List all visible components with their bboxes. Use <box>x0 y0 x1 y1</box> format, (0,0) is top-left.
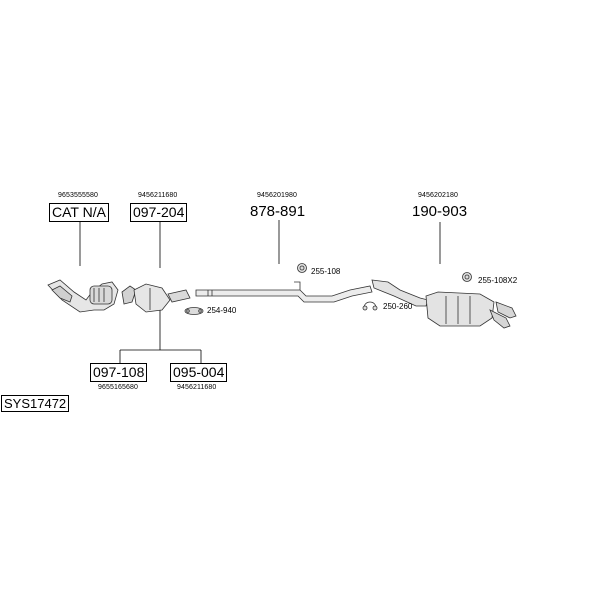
part-ref-097-108: 9655165680 <box>98 384 138 391</box>
catalytic-converter-part[interactable] <box>47 279 119 313</box>
system-id-label: SYS17472 <box>1 395 70 412</box>
part-ref-097-204: 9456211680 <box>138 192 178 199</box>
pipe-bracket <box>294 281 301 290</box>
part-code-097-108[interactable]: 097-108 <box>90 363 148 382</box>
part-code-878-891[interactable]: 878-891 <box>250 203 306 220</box>
part-code-097-204[interactable]: 097-204 <box>130 203 188 222</box>
rear-muffler-190-903-part[interactable] <box>371 279 517 329</box>
accessory-label-255-108[interactable]: 255-108 <box>311 267 341 276</box>
accessory-label-250-260[interactable]: 250-260 <box>383 302 413 311</box>
part-ref-cat: 9653555580 <box>58 192 98 199</box>
part-code-190-903[interactable]: 190-903 <box>412 203 468 220</box>
accessory-label-254-940[interactable]: 254-940 <box>207 306 237 315</box>
middle-pipe-878-891-part[interactable] <box>195 285 373 303</box>
clamp-icon-255-108x2[interactable] <box>462 272 472 282</box>
part-code-095-004[interactable]: 095-004 <box>170 363 228 382</box>
clamp-icon-255-108[interactable] <box>297 263 307 273</box>
part-ref-190-903: 9456202180 <box>418 192 458 199</box>
converter-097-204-part[interactable] <box>121 283 191 313</box>
gasket-icon-254-940[interactable] <box>184 307 204 315</box>
hanger-icon-250-260[interactable] <box>362 301 378 311</box>
part-ref-095-004: 9456211680 <box>177 384 217 391</box>
part-ref-878-891: 9456201980 <box>257 192 297 199</box>
accessory-label-255-108x2[interactable]: 255-108X2 <box>478 276 518 285</box>
part-code-cat[interactable]: CAT N/A <box>49 203 109 222</box>
